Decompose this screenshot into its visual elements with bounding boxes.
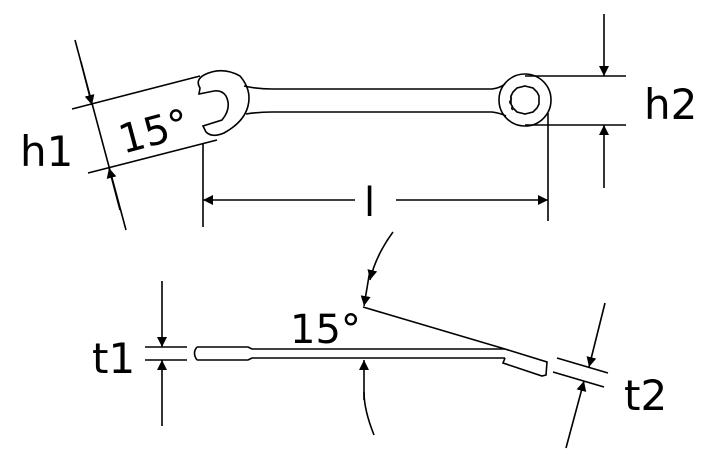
t1-label: t1 (92, 334, 135, 383)
t2-label: t2 (624, 371, 667, 420)
side-handle (300, 348, 505, 359)
angle-arc-upper (367, 231, 394, 281)
ring-end-outer (498, 73, 552, 127)
length-label: l (364, 180, 375, 226)
top-view (71, 14, 626, 231)
h1-label: h1 (20, 127, 73, 176)
t2-arrow-lower (565, 380, 587, 449)
angle-reference-line (362, 306, 506, 350)
angle-arrow-upper (360, 269, 371, 307)
wrench-handle-top (243, 83, 506, 90)
open-end-head (197, 69, 250, 137)
t2-extension-upper (556, 357, 609, 374)
angle-arc-lower (363, 391, 375, 436)
t2-arrow-upper (586, 302, 606, 368)
h2-label: h2 (644, 80, 697, 129)
wrench-handle-bottom (245, 111, 507, 117)
side-view (145, 231, 609, 449)
head-angle-label: 15° (114, 101, 194, 164)
offset-angle-label: 15° (290, 307, 361, 353)
ring-end-teeth (508, 94, 514, 111)
side-ring-end (501, 348, 548, 377)
h1-arrow-upper (80, 61, 95, 106)
ring-end-12-point-inner (510, 85, 540, 115)
side-open-end (193, 346, 300, 361)
h1-arrow-lower (106, 167, 121, 211)
t2-extension-lower (552, 371, 605, 388)
